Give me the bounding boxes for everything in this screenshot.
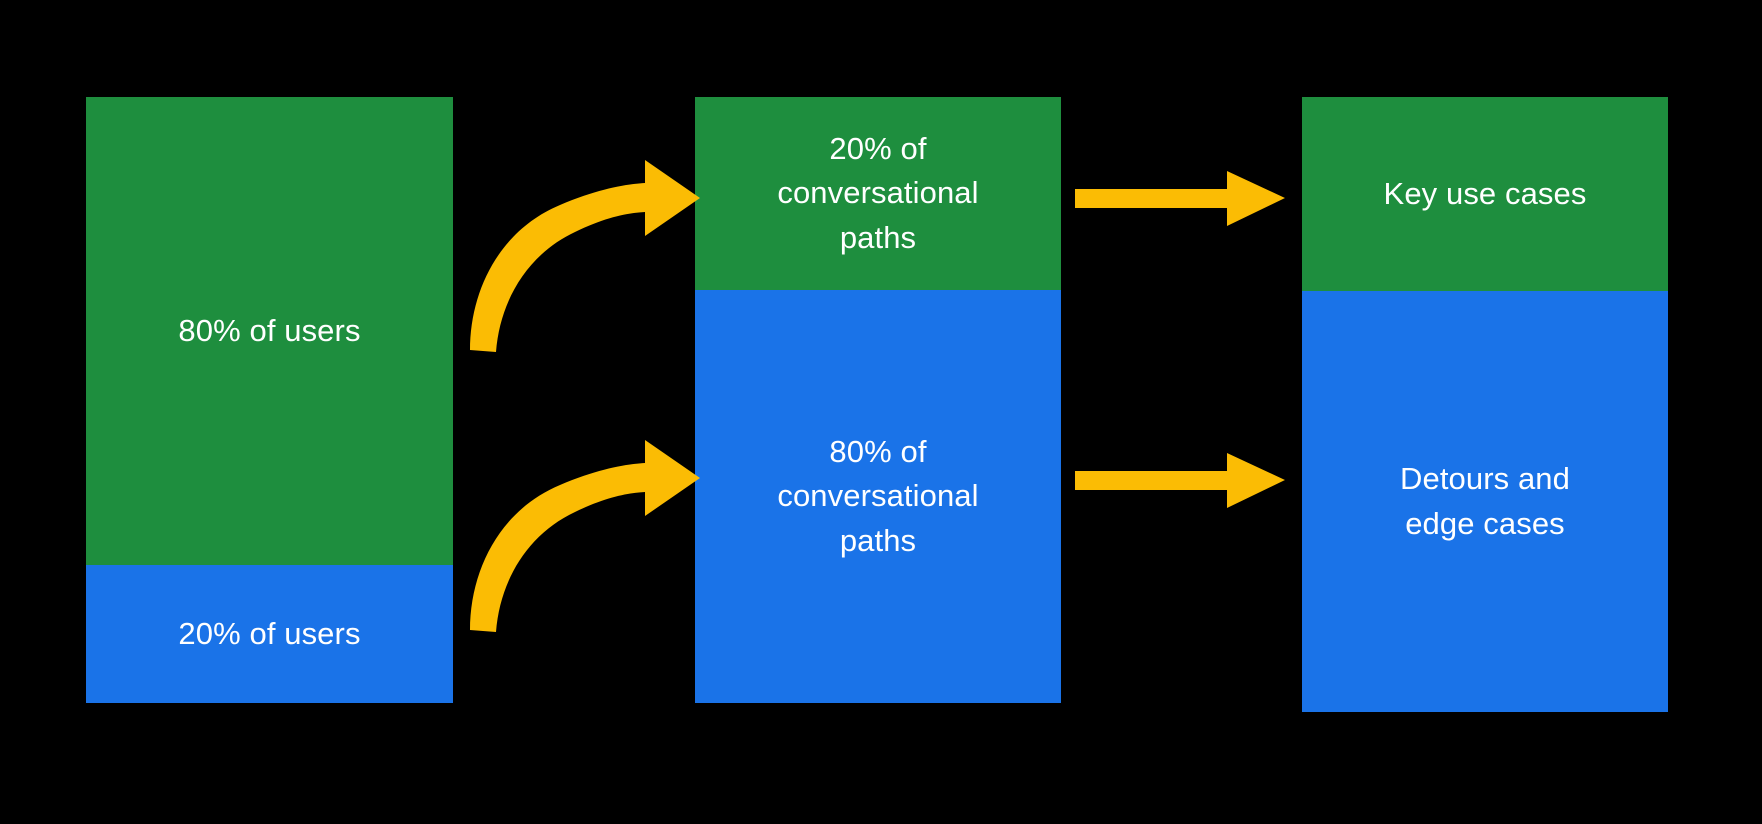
curved-arrow-users-to-top-paths-icon	[470, 160, 700, 352]
curved-arrow-users-to-bottom-paths-icon	[470, 440, 700, 632]
segment-users-green: 80% of users	[86, 97, 453, 565]
straight-arrow-bottom-paths-to-detours-icon	[1075, 453, 1285, 508]
segment-users-green-label: 80% of users	[178, 312, 361, 348]
segment-paths-blue-label: 80% of conversational paths	[777, 434, 979, 558]
column-users: 80% of users 20% of users	[86, 97, 453, 703]
segment-outcomes-green: Key use cases	[1302, 97, 1668, 291]
segment-paths-green: 20% of conversational paths	[695, 97, 1061, 290]
straight-arrow-top-paths-to-key-use-cases-icon	[1075, 171, 1285, 226]
segment-paths-green-label: 20% of conversational paths	[777, 131, 979, 255]
column-conversational-paths: 20% of conversational paths 80% of conve…	[695, 97, 1061, 703]
segment-paths-blue: 80% of conversational paths	[695, 290, 1061, 703]
segment-outcomes-blue-label: Detours and edge cases	[1400, 461, 1570, 541]
column-outcomes: Key use cases Detours and edge cases	[1302, 97, 1668, 712]
segment-outcomes-blue: Detours and edge cases	[1302, 291, 1668, 712]
segment-users-blue-label: 20% of users	[178, 615, 361, 651]
segment-users-blue: 20% of users	[86, 565, 453, 703]
segment-outcomes-green-label: Key use cases	[1383, 175, 1587, 211]
